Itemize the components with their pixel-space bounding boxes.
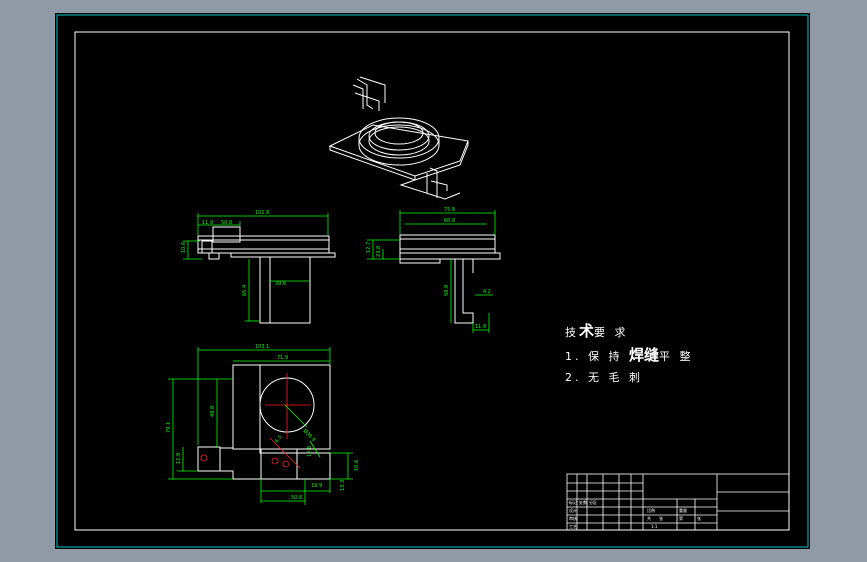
side-view bbox=[367, 210, 501, 333]
tb-cell: 张 bbox=[697, 515, 701, 521]
dim-label: 58.8 bbox=[444, 285, 450, 296]
tech-req-title-a: 技 bbox=[565, 326, 579, 339]
tech-req-item-2-text: 2. 无 毛 刺 bbox=[565, 371, 643, 384]
dim-label: 75.8 bbox=[444, 207, 455, 213]
tb-cell: 标记 bbox=[569, 499, 577, 505]
tb-cell: 工艺 bbox=[569, 524, 577, 529]
dim-label: 6.5 bbox=[274, 434, 284, 444]
dim-label: 50.8 bbox=[291, 495, 302, 501]
dim-label: 101.8 bbox=[255, 210, 269, 216]
isometric-view bbox=[328, 76, 469, 200]
drawing-sheet: 标记 处数 分区 设计 审核 工艺 比例 重量 共 张 第 张 1:1 101.… bbox=[55, 13, 810, 549]
tb-cell: 分区 bbox=[589, 499, 597, 505]
dim-label: 39.6 bbox=[275, 281, 286, 287]
tb-cell: 第 bbox=[679, 515, 683, 521]
dim-label: 12.8 bbox=[307, 446, 313, 457]
tb-cell: 设计 bbox=[569, 507, 577, 513]
dim-label: 23.8 bbox=[376, 246, 382, 257]
dim-label: 60.8 bbox=[444, 218, 455, 224]
dim-label: 10.6 bbox=[354, 460, 360, 471]
dim-label: 10.6 bbox=[181, 242, 187, 253]
tb-cell: 处数 bbox=[579, 499, 587, 505]
tb-cell: 1:1 bbox=[651, 524, 658, 529]
tech-req-item-2: 2. 无 毛 刺 bbox=[565, 369, 643, 385]
tech-req-title-b: 术 bbox=[579, 322, 595, 340]
dim-label: 11.9 bbox=[475, 324, 486, 330]
tb-cell: 张 bbox=[659, 515, 663, 521]
tb-cell: 重量 bbox=[679, 507, 687, 513]
outer-frame bbox=[56, 14, 809, 548]
drawing-canvas: 标记 处数 分区 设计 审核 工艺 比例 重量 共 张 第 张 1:1 101.… bbox=[56, 14, 809, 548]
dim-label: 71.9 bbox=[277, 355, 288, 361]
dimension-labels: 101.8 11.9 50.8 10.6 65.4 39.6 75.8 60.8… bbox=[166, 207, 491, 501]
dim-label: 65.4 bbox=[242, 285, 248, 296]
tb-cell: 审核 bbox=[569, 515, 577, 521]
inner-frame bbox=[74, 31, 790, 531]
front-view bbox=[183, 213, 336, 324]
top-view bbox=[168, 347, 353, 505]
tech-req-title-c: 要 求 bbox=[594, 326, 629, 339]
tech-req-item-1-a: 1. 保 持 bbox=[565, 350, 623, 363]
title-block bbox=[566, 473, 790, 531]
dim-label: 19.9 bbox=[311, 483, 322, 489]
dim-label: 12.7 bbox=[366, 242, 372, 253]
dim-label: 48.8 bbox=[210, 406, 216, 417]
tb-cell: 共 bbox=[647, 515, 651, 521]
tech-req-item-1: 1. 保 持 焊缝平 整 bbox=[565, 344, 694, 365]
dim-label: 12.9 bbox=[176, 453, 182, 464]
dim-label: Ø38.9 bbox=[302, 427, 318, 443]
dim-label: 79.1 bbox=[166, 422, 172, 433]
dim-label: 50.8 bbox=[221, 220, 232, 226]
dim-label: 103.1 bbox=[255, 344, 269, 350]
tb-cell: 比例 bbox=[647, 507, 655, 513]
tech-req-title: 技术要 求 bbox=[565, 320, 629, 341]
tech-req-item-1-c: 平 整 bbox=[659, 350, 694, 363]
dim-label: 11.9 bbox=[202, 220, 213, 226]
dim-label: 13.3 bbox=[340, 480, 346, 491]
dim-label: 4.2 bbox=[483, 289, 491, 295]
tech-req-item-1-b: 焊缝 bbox=[629, 346, 660, 364]
title-block-text: 标记 处数 分区 设计 审核 工艺 比例 重量 共 张 第 张 1:1 bbox=[569, 499, 701, 529]
